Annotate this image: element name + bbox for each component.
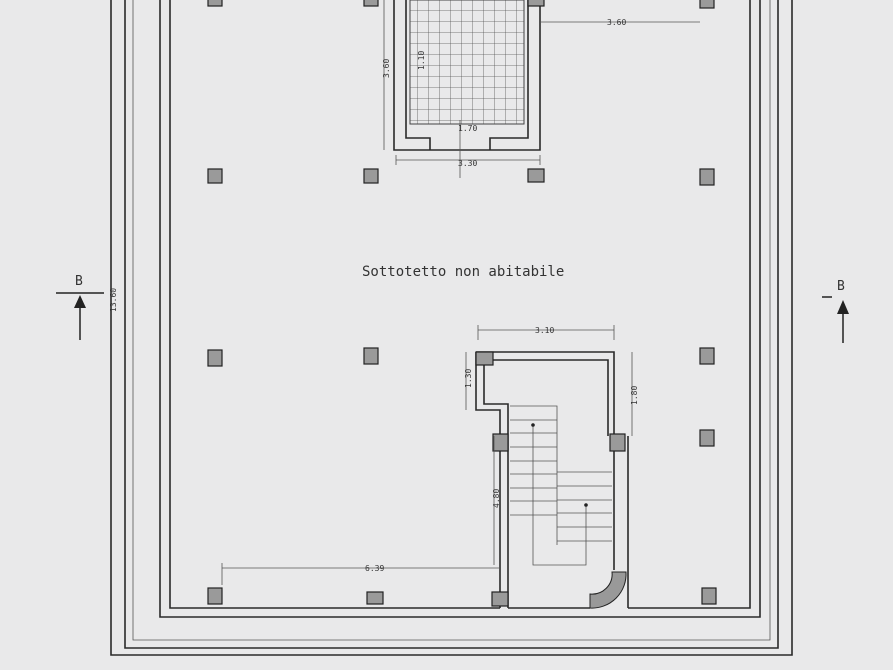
dim-bottom-left: 6.39 (365, 564, 384, 573)
dim-stair-width: 3.10 (535, 326, 554, 335)
section-marker-right: B (822, 279, 849, 343)
steps (510, 419, 612, 542)
dim-shaft-inner: 1.10 (417, 51, 426, 70)
section-marker-left: B (56, 274, 104, 340)
dimension-lines (221, 0, 700, 585)
shaft (393, 0, 541, 178)
room-label: Sottotetto non abitabile (362, 264, 564, 280)
columns (207, 0, 717, 607)
dim-overall-height: 13.60 (109, 288, 118, 312)
dim-stair-right: 1.80 (630, 386, 639, 405)
dim-shaft-bottom: 1.70 (458, 124, 477, 133)
dim-top-right: 3.60 (607, 18, 626, 27)
section-label-left: B (75, 274, 83, 289)
arrow-up-icon (837, 300, 849, 314)
section-label-right: B (837, 279, 845, 294)
outer-walls (110, 0, 793, 656)
dim-stair-left-top: 1.30 (464, 369, 473, 388)
dim-stair-left: 4.80 (492, 489, 501, 508)
dim-shaft-width: 3.30 (458, 159, 477, 168)
dim-shaft-height: 3.60 (382, 59, 391, 78)
stair (475, 351, 629, 609)
arrow-up-icon (74, 295, 86, 308)
